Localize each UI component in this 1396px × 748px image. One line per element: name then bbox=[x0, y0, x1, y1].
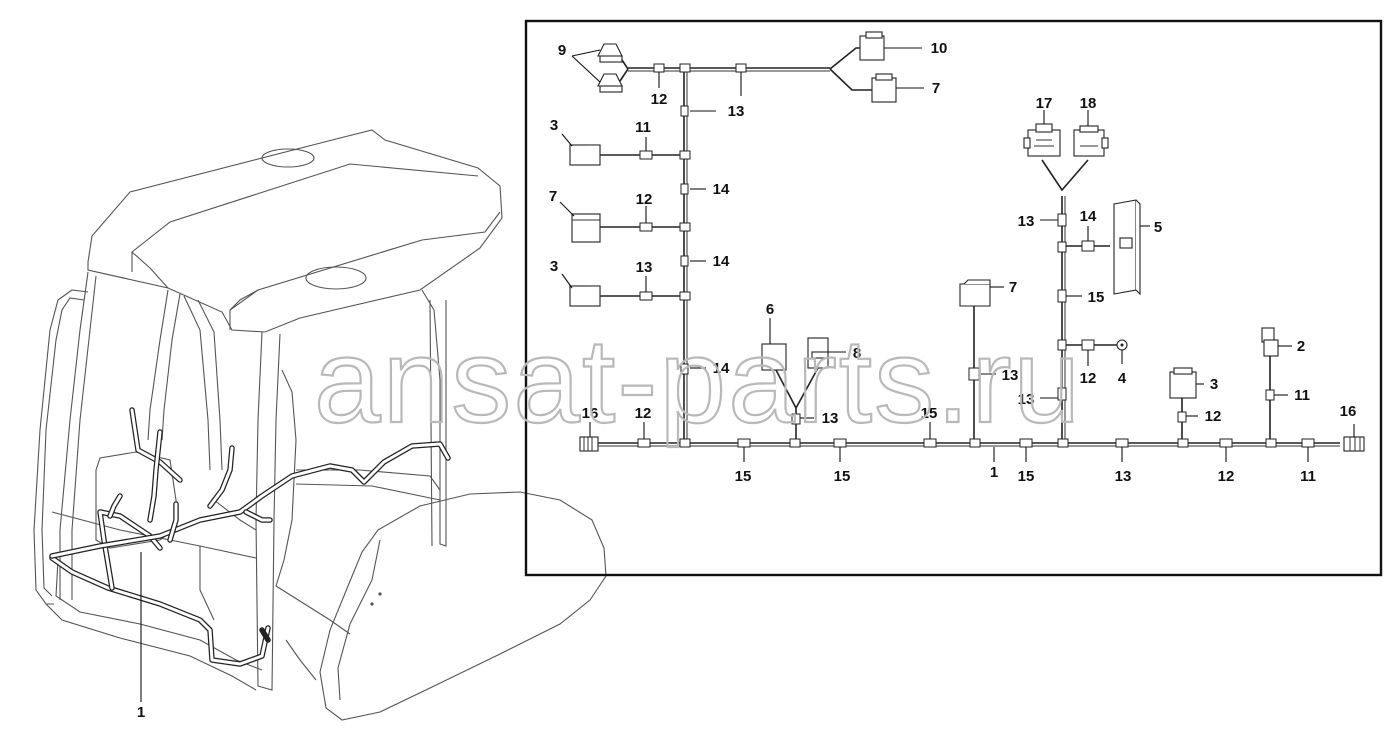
label-14-right: 14 bbox=[1080, 208, 1097, 225]
cab-harness bbox=[49, 407, 451, 667]
connector-16-left bbox=[579, 436, 599, 452]
label-12-trunk-left: 12 bbox=[635, 405, 652, 422]
label-15-trunk-c: 15 bbox=[1018, 468, 1035, 485]
label-11-left: 11 bbox=[635, 119, 651, 136]
junctions-left bbox=[637, 63, 747, 448]
branch-7-center bbox=[923, 279, 1033, 448]
label-13-right-low: 13 bbox=[1018, 391, 1035, 408]
label-11-trunk: 11 bbox=[1300, 468, 1316, 485]
label-4: 4 bbox=[1118, 370, 1127, 387]
label-13-mid: 13 bbox=[822, 410, 839, 427]
label-13-top: 13 bbox=[728, 103, 745, 120]
branch-2-right bbox=[1261, 327, 1315, 448]
part-labels: 9 12 13 10 7 3 11 14 7 12 14 3 13 17 18 … bbox=[549, 40, 1357, 485]
label-16-left: 16 bbox=[582, 405, 599, 422]
connector-10 bbox=[859, 31, 885, 61]
label-10: 10 bbox=[931, 40, 948, 57]
cab-label: 1 bbox=[137, 704, 145, 721]
branch-6-8 bbox=[737, 337, 847, 448]
label-15-trunk-a: 15 bbox=[735, 468, 752, 485]
connector-3-lower bbox=[569, 285, 601, 307]
label-12-right-low: 12 bbox=[1205, 408, 1222, 425]
label-13-center: 13 bbox=[1002, 367, 1019, 384]
label-2: 2 bbox=[1297, 338, 1305, 355]
label-12-top: 12 bbox=[651, 91, 668, 108]
label-13-right-top: 13 bbox=[1018, 213, 1035, 230]
label-15-trunk-b: 15 bbox=[834, 468, 851, 485]
label-5: 5 bbox=[1154, 219, 1162, 236]
label-7-top: 7 bbox=[932, 80, 940, 97]
label-3-lower: 3 bbox=[550, 258, 558, 275]
main-trunk bbox=[598, 442, 1340, 447]
label-13-left: 13 bbox=[636, 259, 653, 276]
label-14-c: 14 bbox=[713, 360, 730, 377]
connector-9-lower bbox=[597, 73, 623, 93]
connector-3-upper bbox=[569, 144, 601, 166]
label-14-b: 14 bbox=[713, 253, 730, 270]
label-12-right: 12 bbox=[1080, 370, 1097, 387]
watermark: ansat-parts.ru bbox=[314, 314, 1082, 448]
label-1: 1 bbox=[990, 464, 998, 481]
label-15-right: 15 bbox=[1088, 289, 1105, 306]
label-16-right: 16 bbox=[1340, 403, 1357, 420]
label-9: 9 bbox=[558, 42, 566, 59]
label-14-a: 14 bbox=[713, 181, 730, 198]
label-18: 18 bbox=[1080, 95, 1097, 112]
label-3-right: 3 bbox=[1210, 376, 1218, 393]
label-7-center: 7 bbox=[1009, 279, 1017, 296]
label-8: 8 bbox=[853, 345, 861, 362]
connector-16-right bbox=[1343, 436, 1365, 452]
label-17: 17 bbox=[1036, 95, 1053, 112]
label-7-mid: 7 bbox=[549, 188, 557, 205]
label-11-right-up: 11 bbox=[1294, 387, 1310, 404]
label-12-trunk-right: 12 bbox=[1218, 468, 1235, 485]
connector-9-upper bbox=[597, 43, 623, 63]
schematic-frame bbox=[524, 19, 1383, 577]
branch-3-right bbox=[1115, 367, 1233, 448]
connector-7-top bbox=[871, 73, 897, 103]
label-15-trunk-up: 15 bbox=[921, 405, 938, 422]
branch-17-18-5 bbox=[1023, 123, 1141, 448]
label-12-mid: 12 bbox=[636, 191, 653, 208]
label-13-trunk: 13 bbox=[1115, 468, 1132, 485]
connector-7-mid bbox=[571, 213, 601, 243]
label-3-upper: 3 bbox=[550, 117, 558, 134]
label-6: 6 bbox=[766, 301, 774, 318]
